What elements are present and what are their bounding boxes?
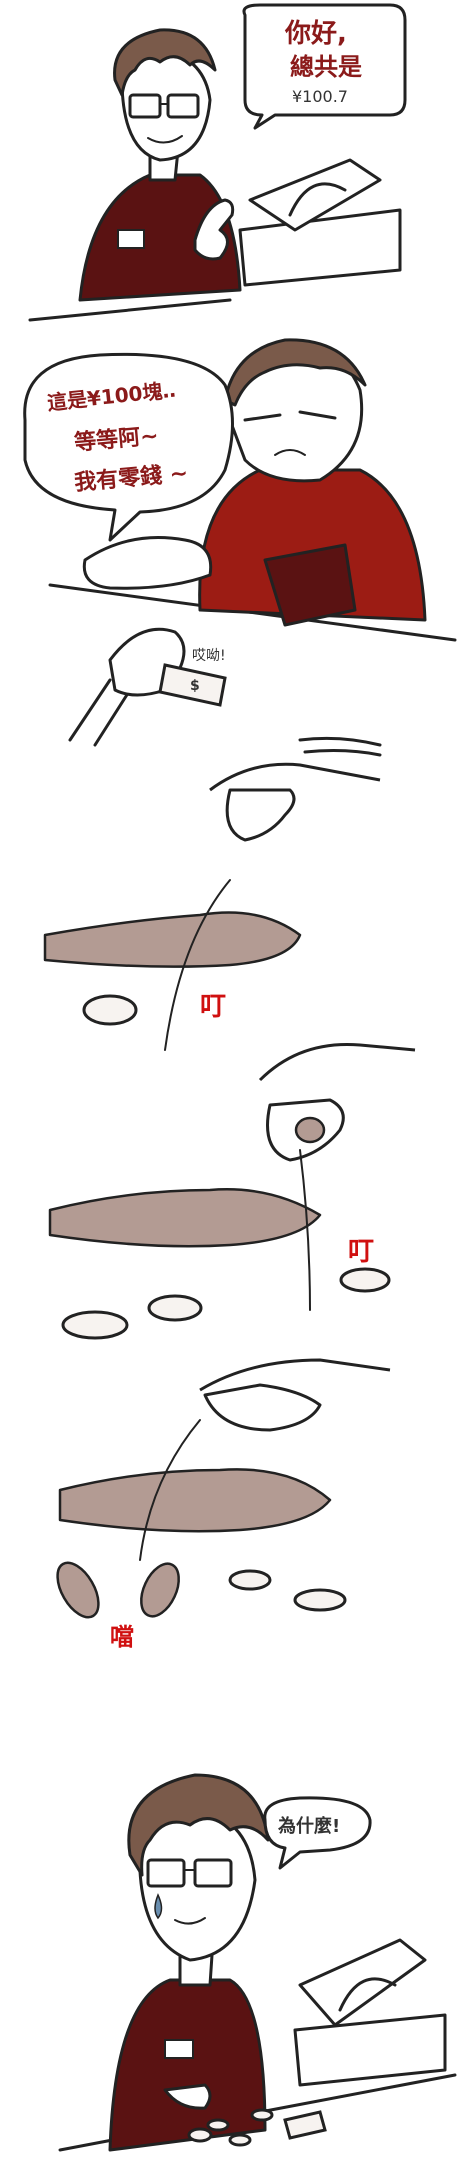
tear — [154, 1893, 163, 1920]
speech-bubble-2 — [23, 352, 234, 542]
upper-hand-2 — [258, 1042, 416, 1082]
panel-4 — [209, 736, 382, 842]
coin-4 — [339, 1267, 391, 1293]
arm — [68, 678, 132, 747]
final-bill — [283, 2110, 327, 2140]
coin-falling-1 — [56, 1561, 100, 1619]
customer-shirt — [198, 468, 427, 622]
panel-1: 你好, 總共是 ¥100.7 — [28, 3, 407, 322]
coin-2 — [61, 1310, 129, 1340]
coin-trail-2 — [299, 1149, 311, 1311]
panel-6: 叮 — [48, 1042, 416, 1340]
final-bubble-text: 為什麼! — [278, 1815, 340, 1837]
upper-hand-1 — [209, 762, 381, 792]
open-palm-2 — [48, 1188, 322, 1248]
speech-bubble-1 — [242, 3, 407, 130]
cashier-smile — [147, 135, 183, 144]
open-palm-3 — [58, 1468, 332, 1533]
register-base — [238, 208, 402, 287]
bubble1-line1: 你好, — [284, 19, 347, 49]
name-tag — [117, 229, 145, 249]
wallet — [263, 543, 357, 627]
upper-hand-3 — [199, 1358, 391, 1392]
final-register-base — [293, 2013, 447, 2087]
panel-3: $ 哎呦! — [68, 627, 227, 747]
final-panel: 為什麼! — [58, 1773, 457, 2152]
sfx-dang: 噹 — [110, 1623, 134, 1651]
glasses-right — [166, 93, 200, 119]
cashier-hair — [113, 28, 217, 97]
svg-text:$: $ — [190, 678, 200, 694]
panel-5: 叮 — [43, 879, 302, 1051]
customer-hand — [82, 536, 213, 590]
counter-edge — [28, 298, 232, 322]
customer-mouth — [274, 449, 306, 456]
customer-hair — [223, 338, 367, 407]
cashier-hand — [193, 198, 235, 261]
register-screen — [248, 158, 382, 232]
coin-3 — [147, 1294, 203, 1322]
bubble1-line2: 總共是 — [290, 53, 362, 81]
customer-eyes — [243, 410, 337, 422]
panel-7: 噹 — [56, 1358, 391, 1651]
coin-trail-1 — [164, 879, 231, 1051]
sfx-ding-2: 叮 — [348, 1237, 374, 1267]
glasses-left — [128, 93, 162, 119]
panel-2: 這是¥100塊‥ 等等阿~ 我有零錢 ~ — [23, 338, 457, 642]
exclaim: 哎呦! — [192, 648, 226, 664]
coin-1 — [82, 994, 138, 1026]
coin-trail-3 — [139, 1419, 201, 1561]
speech-bubble-final — [263, 1796, 372, 1870]
final-cashier-shirt — [108, 1978, 267, 2152]
final-cashier-hair — [127, 1773, 270, 1877]
final-name-tag — [164, 2039, 194, 2059]
bill — [158, 663, 227, 707]
bubble1-total: ¥100.7 — [292, 87, 348, 106]
coin-falling-2 — [140, 1562, 180, 1618]
open-palm-1 — [43, 911, 302, 968]
sfx-ding-1: 叮 — [200, 992, 226, 1022]
